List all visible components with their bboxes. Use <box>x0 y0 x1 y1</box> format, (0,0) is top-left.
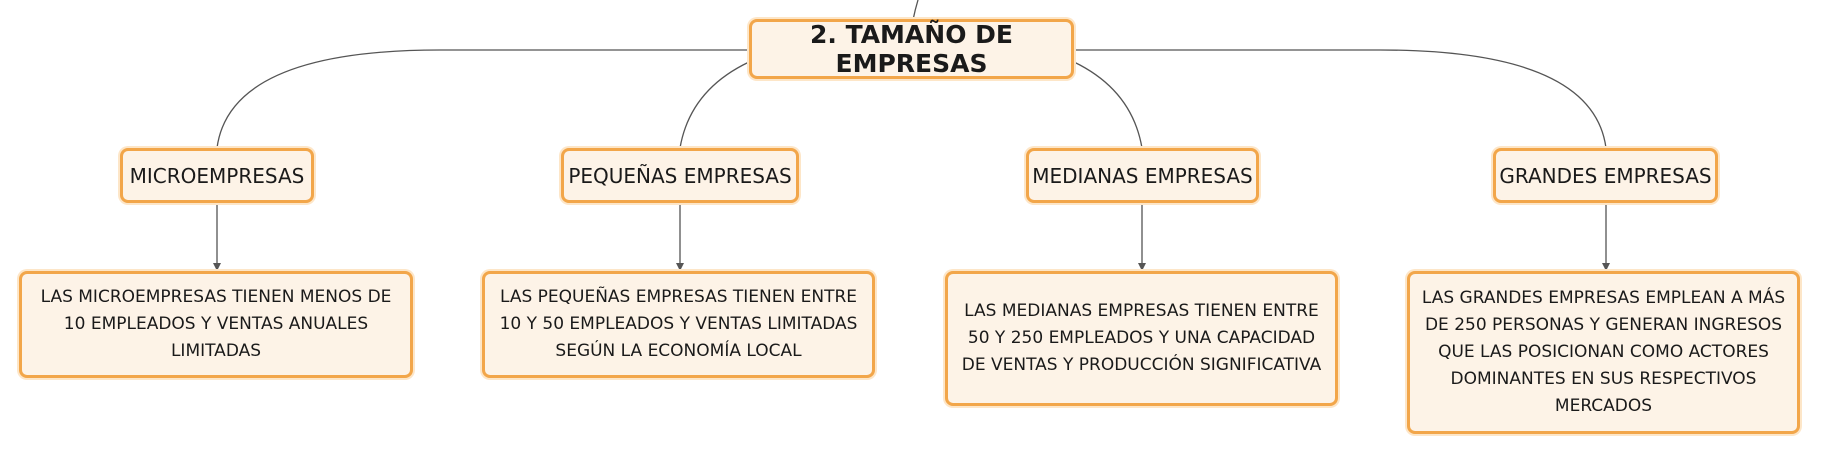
category-label: PEQUEÑAS EMPRESAS <box>568 163 792 188</box>
category-node-grandes[interactable]: GRANDES EMPRESAS <box>1493 148 1718 203</box>
description-text: LAS GRANDES EMPRESAS EMPLEAN A MÁS DE 25… <box>1421 288 1786 416</box>
category-label: MEDIANAS EMPRESAS <box>1032 163 1253 188</box>
connector-root-to-grandes <box>1074 49 1607 149</box>
description-node-medianas[interactable]: LAS MEDIANAS EMPRESAS TIENEN ENTRE 50 Y … <box>945 271 1338 406</box>
category-node-pequenas[interactable]: PEQUEÑAS EMPRESAS <box>561 148 799 203</box>
description-node-grandes[interactable]: LAS GRANDES EMPRESAS EMPLEAN A MÁS DE 25… <box>1407 271 1800 434</box>
category-label: GRANDES EMPRESAS <box>1499 163 1712 188</box>
root-node[interactable]: 2. TAMAÑO DE EMPRESAS <box>749 19 1074 79</box>
root-node-label: 2. TAMAÑO DE EMPRESAS <box>810 20 1013 78</box>
category-node-medianas[interactable]: MEDIANAS EMPRESAS <box>1026 148 1259 203</box>
connector-parent-to-root <box>912 0 919 21</box>
description-text: LAS MEDIANAS EMPRESAS TIENEN ENTRE 50 Y … <box>961 301 1322 375</box>
connector-root-to-pequenas <box>679 61 750 149</box>
description-node-microempresas[interactable]: LAS MICROEMPRESAS TIENEN MENOS DE 10 EMP… <box>19 271 413 378</box>
description-text: LAS PEQUEÑAS EMPRESAS TIENEN ENTRE 10 Y … <box>499 287 858 361</box>
category-label: MICROEMPRESAS <box>129 163 305 188</box>
description-node-pequenas[interactable]: LAS PEQUEÑAS EMPRESAS TIENEN ENTRE 10 Y … <box>482 271 875 378</box>
connector-root-to-microempresas <box>216 49 749 149</box>
description-text: LAS MICROEMPRESAS TIENEN MENOS DE 10 EMP… <box>40 287 392 361</box>
connector-root-to-medianas <box>1073 61 1143 149</box>
category-node-microempresas[interactable]: MICROEMPRESAS <box>120 148 314 203</box>
